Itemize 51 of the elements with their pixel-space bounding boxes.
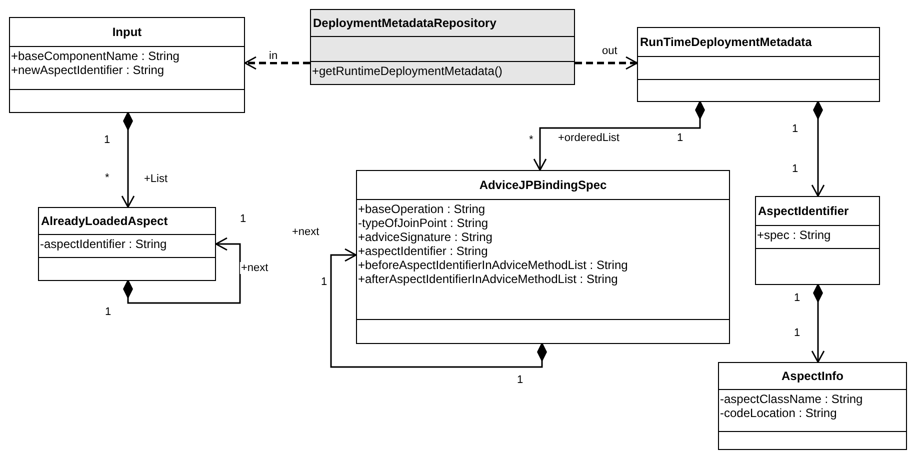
edge-label: out bbox=[601, 45, 618, 57]
multiplicity-label: 1 bbox=[793, 292, 802, 304]
multiplicity-label: 1 bbox=[104, 306, 112, 318]
attribute-text: +baseComponentName : String bbox=[11, 49, 180, 63]
multiplicity-label: 1 bbox=[516, 374, 524, 386]
multiplicity-label: 1 bbox=[103, 134, 112, 146]
multiplicity-label: 1 bbox=[791, 123, 800, 135]
attribute-text: +spec : String bbox=[757, 228, 831, 242]
composition-arrow bbox=[811, 283, 825, 363]
attribute-text: -typeOfJoinPoint : String bbox=[358, 216, 488, 230]
attribute-text: -aspectIdentifier : String bbox=[40, 237, 167, 251]
multiplicity-label: 1 bbox=[676, 132, 684, 144]
class-name: AspectIdentifier bbox=[758, 204, 849, 218]
class-box bbox=[38, 207, 216, 281]
edge-label: in bbox=[268, 50, 279, 62]
composition-arrow bbox=[123, 237, 241, 304]
composition-arrow bbox=[121, 111, 135, 208]
composition-arrow bbox=[330, 248, 547, 368]
composition-arrow bbox=[811, 100, 825, 197]
attribute-text: +baseOperation : String bbox=[358, 202, 486, 216]
multiplicity-label: 1 bbox=[239, 213, 248, 225]
attribute-text: +adviceSignature : String bbox=[358, 230, 492, 244]
edge-label: +orderedList bbox=[557, 132, 620, 144]
class-name: Input bbox=[112, 25, 142, 39]
class-name: AspectInfo bbox=[781, 369, 844, 383]
attribute-text: +newAspectIdentifier : String bbox=[11, 63, 164, 77]
attribute-text: +beforeAspectIdentifierInAdviceMethodList : String bbox=[358, 258, 628, 272]
class-box bbox=[755, 196, 880, 285]
class-name: AdviceJPBindingSpec bbox=[479, 178, 607, 192]
edge-label: +next bbox=[291, 226, 320, 238]
attribute-text: -codeLocation : String bbox=[720, 406, 837, 420]
class-name: RunTimeDeploymentMetadata bbox=[640, 35, 812, 49]
multiplicity-label: 1 bbox=[320, 276, 328, 288]
class-name: AlreadyLoadedAspect bbox=[41, 214, 168, 228]
attribute-text: +afterAspectIdentifierInAdviceMethodList : String bbox=[358, 272, 618, 286]
dependency-arrow bbox=[575, 56, 638, 70]
attribute-text: -aspectClassName : String bbox=[720, 392, 863, 406]
attribute-text: +aspectIdentifier : String bbox=[358, 244, 488, 258]
multiplicity-label: 1 bbox=[791, 163, 800, 175]
class-box bbox=[637, 27, 880, 102]
class-box bbox=[9, 17, 245, 113]
class-name: DeploymentMetadataRepository bbox=[313, 16, 496, 30]
composition-arrow bbox=[533, 100, 705, 171]
multiplicity-label: 1 bbox=[793, 327, 802, 339]
dependency-arrow bbox=[244, 56, 310, 70]
edge-label: +List bbox=[143, 173, 169, 185]
class-box bbox=[310, 9, 575, 85]
operation-text: +getRuntimeDeploymentMetadata() bbox=[312, 64, 502, 78]
edge-label: +next bbox=[240, 262, 270, 274]
class-box bbox=[356, 170, 730, 344]
class-box bbox=[718, 362, 907, 450]
